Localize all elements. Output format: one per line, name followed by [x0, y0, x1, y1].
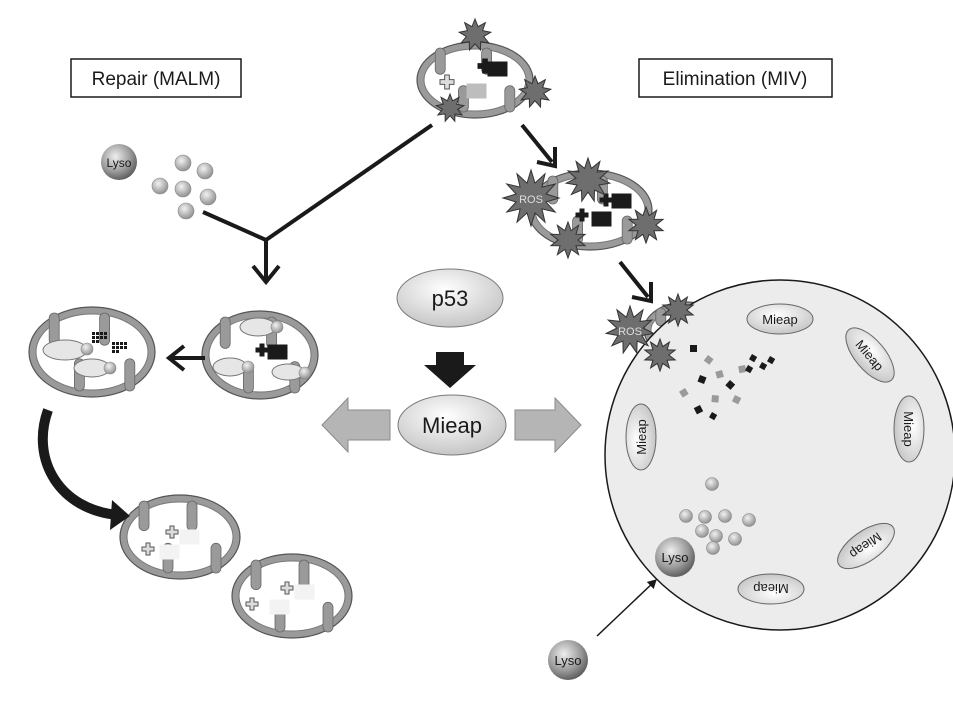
ros-star-icon [627, 205, 665, 245]
lyso-label: Lyso [662, 550, 689, 565]
lyso-bottom: Lyso [548, 640, 588, 680]
arrow-top-to-ros [520, 123, 554, 164]
arrow-mieap-to-elimination [514, 396, 582, 454]
ros-star-icon [434, 92, 466, 123]
ros-star-icon [661, 292, 695, 328]
ros-star-icon [501, 168, 561, 228]
mieap-protein-3: Mieap [893, 395, 925, 463]
arrow-curved-repair [37, 408, 119, 520]
repair-title-box: Repair (MALM) [70, 58, 242, 98]
lyso-in-vesicle: Lyso [655, 537, 695, 577]
mitochondria-layer [28, 41, 729, 639]
mieap-label: Mieap [422, 413, 482, 438]
ros-label: ROS [519, 194, 543, 206]
ros-star-icon [643, 337, 677, 373]
free-lysosomal-balls [151, 154, 217, 220]
ros-star-icon [604, 304, 656, 355]
lyso-label: Lyso [107, 156, 132, 170]
mieap-node: Mieap [397, 394, 507, 456]
arrow-ros-to-vesicle [618, 260, 650, 299]
ros-star-icon [457, 17, 493, 52]
elimination-title-box: Elimination (MIV) [638, 58, 833, 98]
mieap-protein-label: Mieap [762, 312, 797, 327]
ros-star-icon [549, 220, 587, 260]
mieap-protein-label: Mieap [634, 419, 649, 454]
repaired-mitochondrion-1 [119, 494, 241, 580]
ros-star-icon [564, 156, 612, 203]
repair-mitochondrion-digesting [28, 306, 156, 398]
mieap-protein-1: Mieap [746, 303, 814, 335]
lyso-top-left: Lyso [101, 144, 137, 180]
mieap-protein-label: Mieap [753, 581, 788, 596]
damaged-mitochondrion [416, 41, 534, 119]
elimination-title: Elimination (MIV) [663, 69, 808, 90]
repair-mitochondrion-receiving [201, 310, 319, 400]
ros-star-icon [517, 74, 553, 109]
ros-label: ROS [618, 326, 642, 338]
arrow-lyso-entry [596, 579, 657, 637]
p53-label: p53 [432, 286, 469, 311]
ros-stars: ROS ROS [434, 17, 695, 373]
repair-title: Repair (MALM) [92, 69, 221, 90]
lysosomal-enzyme-balls [679, 477, 756, 555]
mieap-protein-6: Mieap [625, 403, 657, 471]
lyso-label: Lyso [555, 653, 582, 668]
arrow-lyso-to-repair [202, 210, 267, 242]
arrow-mieap-to-repair [321, 396, 391, 454]
degraded-fragments [679, 345, 776, 421]
arrows [37, 123, 657, 637]
repaired-mitochondrion-2 [231, 553, 353, 639]
mieap-protein-label: Mieap [901, 411, 916, 446]
p53-node: p53 [396, 268, 504, 328]
arrow-top-to-repair [264, 123, 434, 242]
mieap-protein-5: Mieap [737, 573, 805, 605]
arrow-p53-to-mieap [424, 352, 476, 388]
